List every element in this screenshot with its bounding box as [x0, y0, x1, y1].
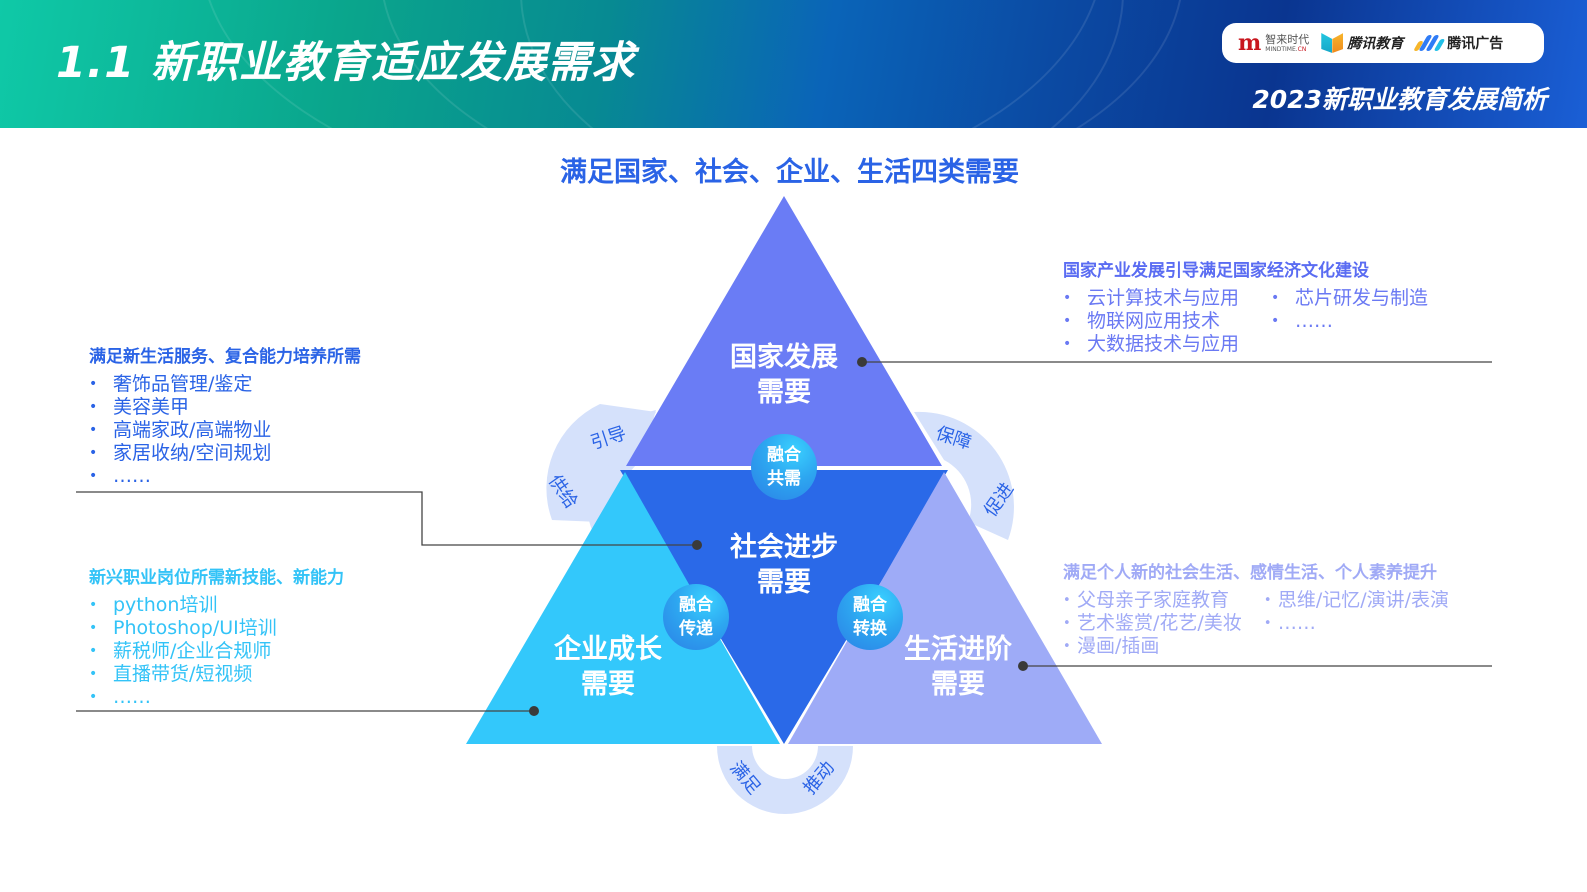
triangle-national [626, 196, 942, 466]
list-item: 直播带货/短视频 [89, 663, 344, 686]
list-item: 云计算技术与应用 [1063, 287, 1239, 310]
label-national-need: 国家发展 需要 [730, 342, 838, 408]
label-society-need: 社会进步 需要 [730, 532, 838, 598]
list-item: 芯片研发与制造 [1271, 287, 1428, 310]
badge-fusion-transfer: 融合 传递 [663, 584, 729, 650]
enterprise-heading: 新兴职业岗位所需新技能、新能力 [89, 568, 344, 588]
tencent-education-icon [1321, 33, 1344, 53]
society-heading: 满足新生活服务、复合能力培养所需 [89, 347, 361, 367]
list-item: 漫画/插画 [1063, 635, 1242, 658]
list-item: Photoshop/UI培训 [89, 617, 344, 640]
page-title: 1.1 新职业教育适应发展需求 [56, 38, 636, 88]
tencent-education-text: 腾讯教育 [1347, 36, 1404, 52]
national-description: 国家产业发展引导满足国家经济文化建设 云计算技术与应用 物联网应用技术 大数据技… [1063, 256, 1428, 356]
life-list-col2: 思维/记忆/演讲/表演 …… [1264, 589, 1449, 658]
connector-society [76, 491, 697, 546]
report-subtitle: 2023新职业教育发展简析 [1252, 85, 1547, 114]
society-description: 满足新生活服务、复合能力培养所需 奢饰品管理/鉴定 美容美甲 高端家政/高端物业… [89, 342, 361, 488]
arc-right [914, 411, 1014, 540]
list-item: 物联网应用技术 [1063, 310, 1239, 333]
tencent-ads-text: 腾讯广告 [1447, 36, 1504, 52]
enterprise-list: python培训 Photoshop/UI培训 薪税师/企业合规师 直播带货/短… [89, 594, 344, 709]
life-list-col1: 父母亲子家庭教育 艺术鉴赏/花艺/美妆 漫画/插画 [1063, 589, 1242, 658]
list-item: …… [1271, 310, 1428, 333]
life-heading: 满足个人新的社会生活、感情生活、个人素养提升 [1063, 563, 1437, 583]
life-description: 满足个人新的社会生活、感情生活、个人素养提升 父母亲子家庭教育 艺术鉴赏/花艺/… [1063, 558, 1449, 658]
list-item: 思维/记忆/演讲/表演 [1264, 589, 1449, 612]
list-item: 父母亲子家庭教育 [1063, 589, 1242, 612]
partner-logos: m 智来时代 MINDTIME.CN 腾讯教育 腾讯广告 [1222, 23, 1544, 63]
header-banner: 1.1 新职业教育适应发展需求 m 智来时代 MINDTIME.CN 腾讯教育 … [0, 0, 1587, 128]
list-item: 美容美甲 [89, 396, 361, 419]
list-item: 艺术鉴赏/花艺/美妆 [1063, 612, 1242, 635]
list-item: …… [1264, 612, 1449, 635]
mindtime-logo-icon: m [1238, 30, 1262, 56]
list-item: 家居收纳/空间规划 [89, 442, 361, 465]
label-life-need: 生活进阶 需要 [904, 634, 1012, 700]
society-list: 奢饰品管理/鉴定 美容美甲 高端家政/高端物业 家居收纳/空间规划 …… [89, 373, 361, 488]
triangle-life [788, 472, 1102, 744]
badge-fusion-convert: 融合 转换 [837, 584, 903, 650]
mindtime-logo-text: 智来时代 MINDTIME.CN [1265, 32, 1310, 53]
list-item: 奢饰品管理/鉴定 [89, 373, 361, 396]
list-item: …… [89, 465, 361, 488]
list-item: …… [89, 686, 344, 709]
national-list-col1: 云计算技术与应用 物联网应用技术 大数据技术与应用 [1063, 287, 1239, 356]
triangle-enterprise [466, 472, 780, 744]
national-list-col2: 芯片研发与制造 …… [1271, 287, 1428, 356]
badge-fusion-shared: 融合 共需 [751, 434, 817, 500]
label-enterprise-need: 企业成长 需要 [554, 634, 662, 700]
triangle-society [620, 470, 948, 744]
national-heading: 国家产业发展引导满足国家经济文化建设 [1063, 261, 1369, 281]
arc-bottom [717, 746, 853, 814]
list-item: 高端家政/高端物业 [89, 419, 361, 442]
list-item: 大数据技术与应用 [1063, 333, 1239, 356]
list-item: 薪税师/企业合规师 [89, 640, 344, 663]
list-item: python培训 [89, 594, 344, 617]
diagram-title: 满足国家、社会、企业、生活四类需要 [560, 157, 1019, 188]
enterprise-description: 新兴职业岗位所需新技能、新能力 python培训 Photoshop/UI培训 … [89, 563, 344, 709]
